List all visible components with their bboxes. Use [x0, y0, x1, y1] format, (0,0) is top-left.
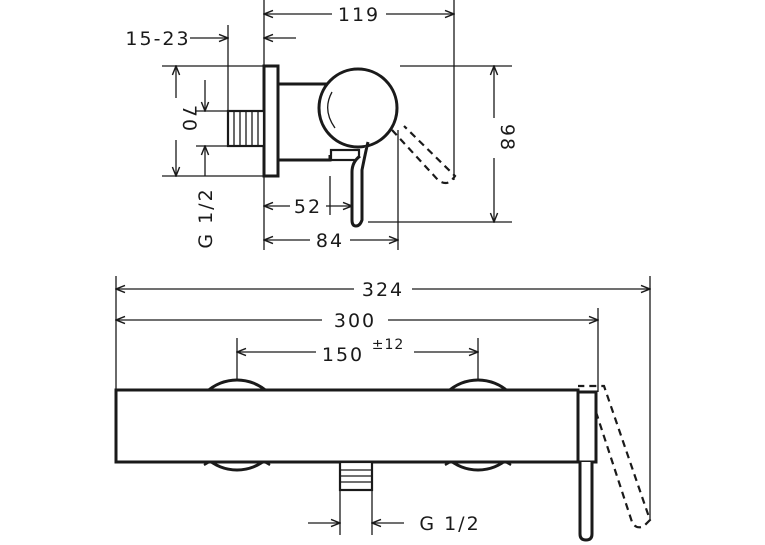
lever-rotated-dashed	[391, 125, 457, 185]
thread-label-front: G 1/2	[419, 513, 480, 535]
dim-98: 98	[496, 124, 518, 152]
dim-15-23: 15-23	[125, 28, 190, 50]
handle-knob-side	[317, 67, 399, 149]
dim-150: 150	[322, 344, 364, 366]
dim-324: 324	[362, 279, 404, 301]
wall-plate	[262, 64, 280, 178]
mixer-body-front	[114, 388, 580, 464]
outlet-nozzle-front	[338, 460, 374, 492]
dim-52: 52	[294, 196, 322, 218]
dim-84: 84	[316, 230, 344, 252]
dim-150-tolerance: ±12	[372, 337, 405, 353]
lever-front-rotated-dashed	[578, 384, 652, 529]
side-view: 119 15-23 70 G 1/2 98 52 84	[125, 0, 518, 252]
outlet-nub	[329, 148, 361, 162]
thread-label-side: G 1/2	[195, 187, 217, 248]
front-view: 324 300 150 ±12 G 1/2	[114, 276, 652, 542]
dim-119: 119	[338, 4, 380, 26]
threaded-connector	[226, 109, 266, 148]
lever-side	[350, 141, 370, 228]
dim-300: 300	[334, 310, 376, 332]
dim-70: 70	[178, 105, 200, 133]
lever-front	[578, 462, 594, 542]
handle-cap-front	[576, 390, 598, 464]
